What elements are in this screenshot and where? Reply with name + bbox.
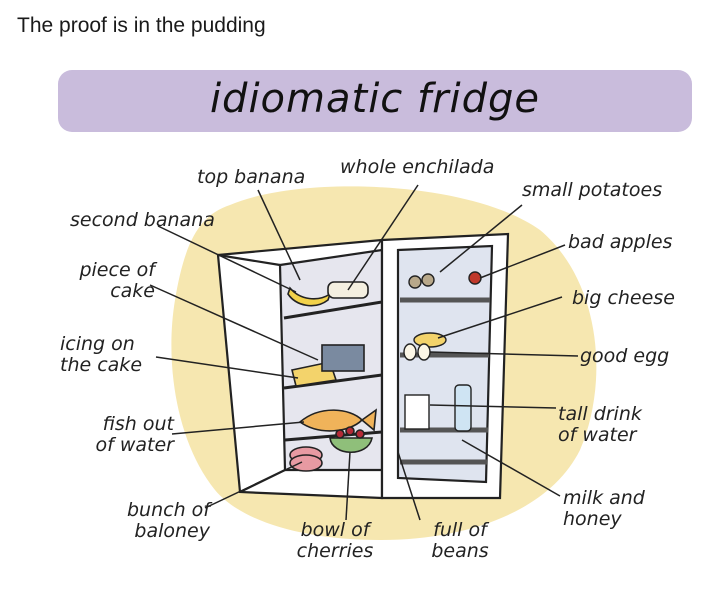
label-beans-line2: beans <box>431 540 489 562</box>
door-items <box>403 271 482 432</box>
label-milk-line1: milk and <box>563 487 645 509</box>
label-cherries-line1: bowl of <box>300 519 370 541</box>
bowl-of-cherries <box>329 426 373 453</box>
label-fish-out-of-water: fish out of water <box>70 413 175 456</box>
baloney <box>289 446 323 472</box>
fridge-door <box>380 232 510 500</box>
label-cherries-line2: cherries <box>296 540 374 562</box>
label-piece-of-cake-line1: piece of <box>79 259 155 281</box>
label-full-of-beans: full of beans <box>410 520 510 562</box>
label-tall-drink-line2: of water <box>558 424 637 446</box>
label-piece-of-cake: piece of cake <box>55 260 155 302</box>
label-milk-line2: honey <box>563 508 622 530</box>
label-second-banana: second banana <box>70 209 215 231</box>
label-tall-drink-line1: tall drink <box>558 403 642 425</box>
label-beans-line1: full of <box>433 519 487 541</box>
label-top-banana: top banana <box>197 166 306 188</box>
post-caption: The proof is in the pudding <box>17 14 266 37</box>
label-good-egg: good egg <box>580 345 670 367</box>
label-tall-drink-of-water: tall drink of water <box>558 404 642 446</box>
label-bunch-of-baloney: bunch of baloney <box>100 500 210 542</box>
label-piece-of-cake-line2: cake <box>110 280 155 302</box>
label-milk-and-honey: milk and honey <box>563 488 645 530</box>
label-bad-apples: bad apples <box>568 231 673 253</box>
label-big-cheese: big cheese <box>572 287 675 309</box>
label-whole-enchilada: whole enchilada <box>340 156 495 178</box>
label-bowl-of-cherries: bowl of cherries <box>280 520 390 562</box>
label-small-potatoes: small potatoes <box>522 179 663 201</box>
label-baloney-line2: baloney <box>134 520 210 542</box>
fish <box>298 408 377 432</box>
illustration-title: idiomatic fridge <box>209 76 541 122</box>
label-fish-line2: of water <box>95 434 175 456</box>
title-banner: idiomatic fridge <box>58 70 692 132</box>
label-icing-line2: the cake <box>60 354 143 376</box>
label-fish-line1: fish out <box>102 413 174 435</box>
leader-lines <box>149 184 579 521</box>
cake <box>291 344 365 387</box>
label-baloney-line1: bunch of <box>127 499 210 521</box>
label-icing-line1: icing on <box>60 333 135 355</box>
label-icing-on-the-cake: icing on the cake <box>60 334 142 376</box>
